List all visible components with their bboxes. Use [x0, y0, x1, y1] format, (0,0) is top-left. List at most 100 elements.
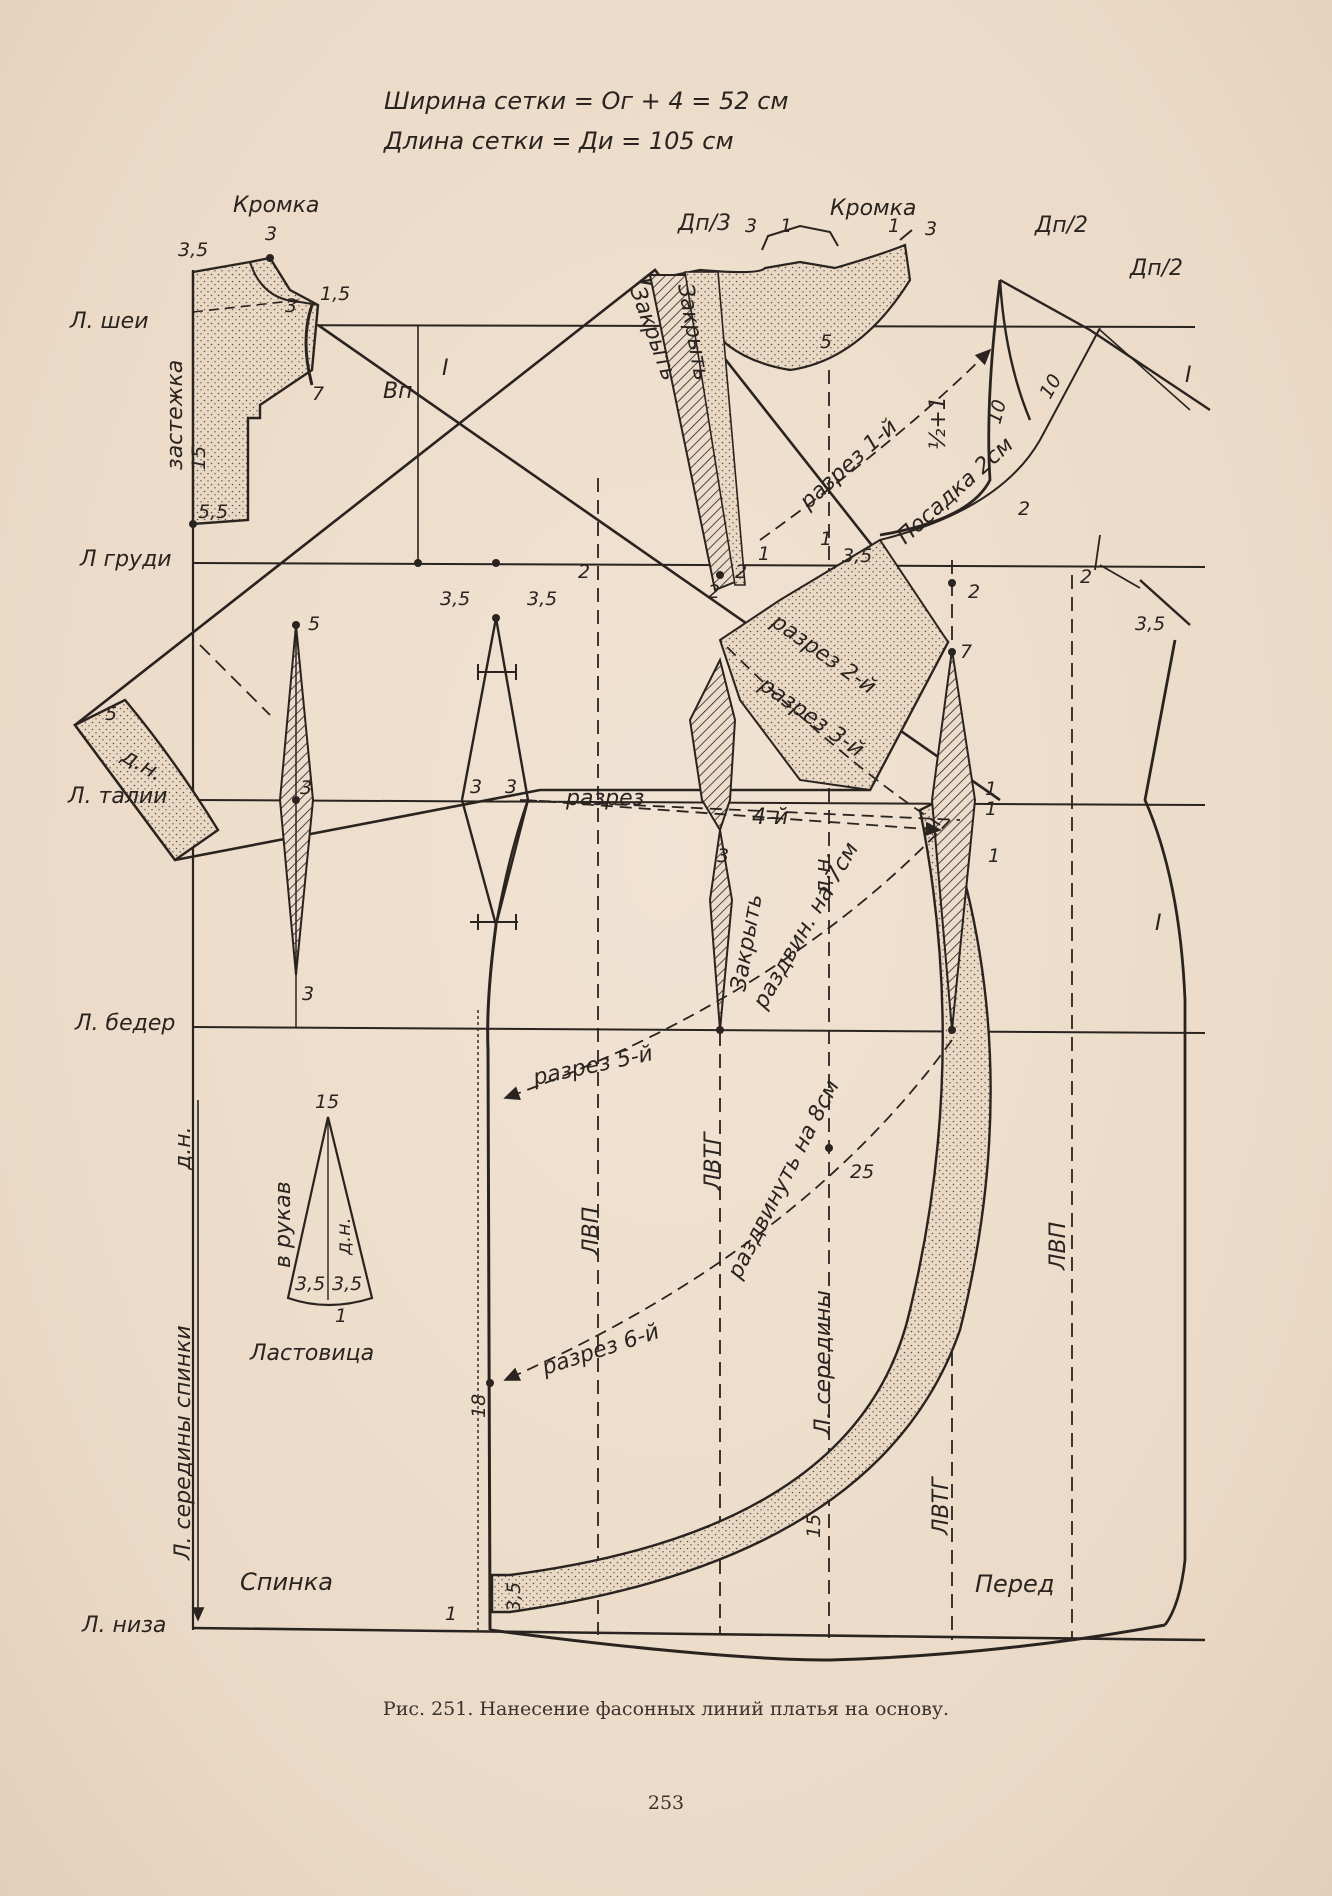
front-side-curve [494, 799, 530, 926]
num-3-5: 3,5 [527, 588, 557, 610]
side-dart [460, 617, 530, 930]
num-1: 1 [985, 778, 997, 800]
num-2: 2 [1018, 498, 1030, 520]
num-2: 2 [968, 581, 980, 603]
roman-one: I [1155, 911, 1162, 936]
back-side-seam [486, 924, 498, 1631]
label-vp: Вп [383, 379, 412, 404]
num-3-5: 3,5 [503, 1582, 525, 1612]
num-5-5: 5,5 [198, 501, 228, 523]
label-waist-line: Л. талии [67, 784, 167, 809]
front-tick-marks [1094, 534, 1141, 589]
front-bodice-panel [718, 538, 950, 792]
label-dn-gusset: д.н. [333, 1217, 355, 1256]
num-3: 3 [925, 218, 937, 240]
num-3-5: 3,5 [1135, 613, 1165, 635]
label-hem-line: Л. низа [81, 1613, 166, 1638]
num-3: 3 [285, 295, 297, 317]
num-1: 1 [335, 1305, 347, 1327]
num-2: 2 [1080, 566, 1092, 588]
front-armhole-curve [879, 279, 1002, 537]
label-chest-line: Л груди [79, 547, 172, 572]
num-15: 15 [315, 1091, 339, 1113]
label-cut-4: 4-й [752, 805, 788, 830]
label-dp3: Дп/3 [677, 211, 731, 236]
num-1: 1 [888, 215, 900, 237]
label-front-center: Л. середины [811, 1290, 836, 1436]
label-dn-middle: д.н. [811, 851, 836, 896]
front-side-seam [1143, 639, 1187, 1626]
num-3: 3 [717, 845, 729, 867]
front-shoulder [999, 278, 1211, 411]
num-5: 5 [105, 703, 117, 725]
num-1: 1 [445, 1603, 457, 1625]
label-half-plus-one: ½+1 [926, 396, 951, 450]
num-3-5: 3,5 [842, 545, 872, 567]
num-1: 1 [758, 543, 770, 565]
num-3-5: 3,5 [178, 239, 208, 261]
label-sleeve: в рукав [271, 1181, 296, 1268]
num-1: 1 [780, 215, 792, 237]
num-2: 2 [735, 561, 747, 583]
num-3: 3 [470, 776, 482, 798]
page-number: 253 [647, 1792, 685, 1814]
roman-one: I [442, 356, 449, 381]
num-15: 15 [803, 1514, 825, 1538]
grid-width-formula: Ширина сетки = Ог + 4 = 52 см [384, 87, 789, 115]
num-5: 5 [820, 331, 832, 353]
shoulder-hatch [1099, 329, 1191, 411]
label-hips-line: Л. бедер [74, 1011, 175, 1036]
num-3: 3 [745, 215, 757, 237]
num-3: 3 [302, 983, 314, 1005]
grid-length-formula: Длина сетки = Ди = 105 см [383, 127, 734, 155]
num-3: 3 [300, 777, 312, 799]
label-back-center: Л. середины спинки [171, 1325, 196, 1561]
label-lvp-left: ЛВП [579, 1207, 604, 1256]
label-lvtg-right: ЛВТГ [929, 1476, 954, 1536]
hem-curve [489, 1623, 1166, 1662]
num-3: 3 [265, 223, 277, 245]
num-1: 1 [985, 798, 997, 820]
num-1-5: 1,5 [320, 283, 350, 305]
horizontal-grid-lines [191, 324, 1206, 1642]
num-10: 10 [984, 397, 1012, 426]
label-edge-right: Кромка [830, 196, 916, 221]
num-2: 2 [708, 581, 720, 603]
label-spread-7: раздвин. на 7см [748, 838, 864, 1014]
label-cut-6: разрез 6-й [538, 1319, 662, 1381]
sleeve-cuff [73, 698, 220, 862]
closed-dart-2 [684, 271, 746, 586]
side-dart-ticks [470, 664, 518, 930]
dimension-numbers: 3,5 3 3 1,5 7 15 5,5 3,5 3,5 2 5 3 3 3 3… [105, 215, 1192, 1625]
front-chest-dart [688, 657, 737, 833]
label-neck-line: Л. шеи [69, 309, 149, 334]
label-ease: Посадка 2см [892, 432, 1018, 549]
num-5: 5 [308, 613, 320, 635]
num-1: 1 [820, 528, 832, 550]
label-fastener: застежка [163, 360, 188, 470]
num-3-5: 3,5 [332, 1273, 362, 1295]
label-cut-5: разрез 5-й [530, 1041, 655, 1091]
num-2: 2 [578, 561, 590, 583]
armhole-inner [998, 279, 1032, 421]
yoke-hatch-edge [304, 304, 314, 386]
figure-caption: Рис. 251. Нанесение фасонных линий плать… [382, 1698, 950, 1720]
label-lvtg-left: ЛВТГ [701, 1131, 726, 1191]
front-shoulder-tick [1139, 579, 1191, 626]
label-cut: разрез [565, 786, 644, 811]
label-edge-left: Кромка [233, 193, 319, 218]
back-neck-curve [249, 261, 319, 306]
label-dn-left: д.н. [171, 1126, 196, 1171]
shoulder-dashed [192, 299, 301, 313]
num-25: 25 [850, 1161, 874, 1183]
num-3-5: 3,5 [295, 1273, 325, 1295]
neck-tick [899, 229, 913, 241]
num-18: 18 [468, 1394, 490, 1418]
label-cut-1: разрез 1-й [795, 415, 903, 516]
num-7: 7 [960, 641, 972, 663]
front-neck-edge [761, 224, 839, 251]
label-spread-8: раздвинуть на 8см [723, 1076, 845, 1284]
roman-one: I [1185, 363, 1192, 388]
label-front: Перед [975, 1570, 1054, 1598]
label-lvp-right: ЛВП [1046, 1222, 1071, 1271]
